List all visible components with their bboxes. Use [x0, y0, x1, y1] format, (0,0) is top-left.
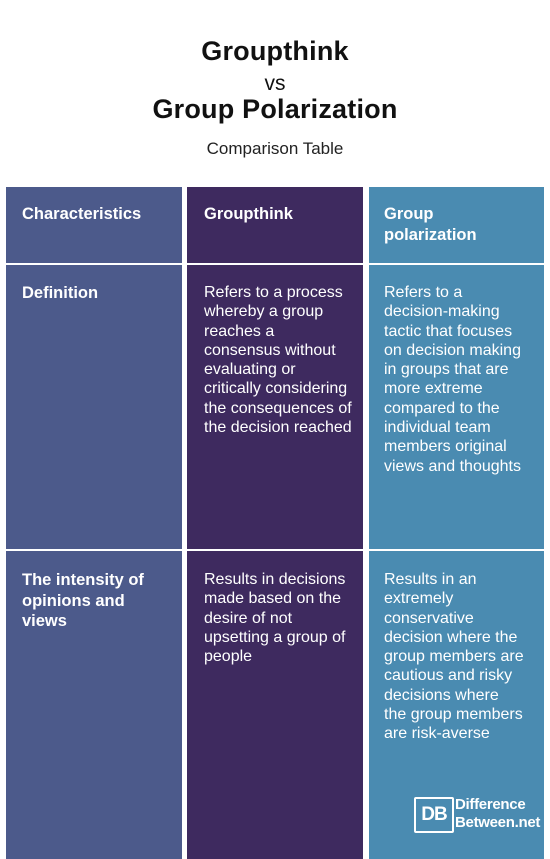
row-definition-label: Definition	[22, 284, 99, 302]
differencebetween-logo: DB Difference Between.net	[414, 795, 542, 835]
row-divider	[6, 549, 544, 551]
logo-text-line2: Between.net	[455, 814, 541, 831]
title-groupthink: Groupthink	[201, 36, 349, 66]
row-divider	[6, 263, 544, 265]
row-intensity-polarization: Results in an extremely conservative dec…	[384, 571, 524, 743]
header-groupthink: Groupthink	[204, 205, 293, 223]
row-intensity-label: The intensity of opinions and views	[22, 571, 144, 630]
column-group-polarization	[369, 187, 544, 859]
header-group-polarization: Group polarization	[384, 205, 477, 244]
title-group-polarization: Group Polarization	[152, 94, 398, 124]
subtitle: Comparison Table	[206, 139, 344, 158]
column-groupthink	[187, 187, 363, 859]
header-characteristics: Characteristics	[22, 205, 142, 223]
logo-text-line1: Difference	[455, 796, 526, 813]
column-characteristics	[6, 187, 182, 859]
title-vs: vs	[264, 72, 286, 95]
row-definition-groupthink: Refers to a process whereby a group reac…	[204, 284, 352, 437]
row-definition-polarization: Refers to a decision-making tactic that …	[384, 284, 521, 475]
row-intensity-groupthink: Results in decisions made based on the d…	[204, 571, 346, 666]
db-logo-mark: DB	[414, 797, 454, 833]
